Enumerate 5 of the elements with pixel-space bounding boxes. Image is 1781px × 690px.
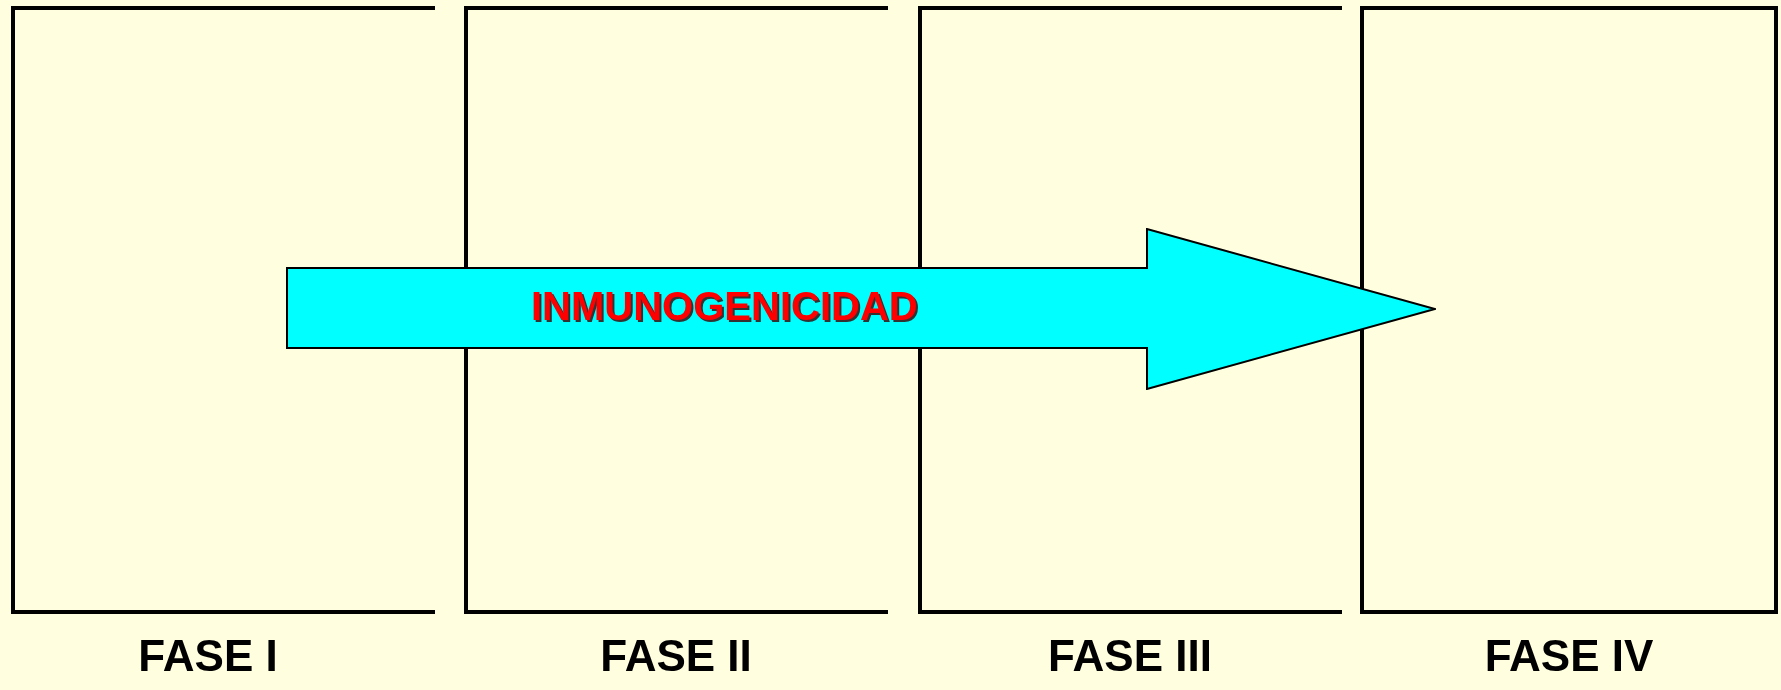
phase-label: FASE II bbox=[599, 630, 753, 682]
phase-label: FASE III bbox=[1047, 630, 1213, 682]
arrow-label: INMUNOGENICIDAD bbox=[531, 284, 918, 329]
phase-label: FASE IV bbox=[1483, 630, 1655, 682]
phase-label: FASE I bbox=[137, 630, 279, 682]
